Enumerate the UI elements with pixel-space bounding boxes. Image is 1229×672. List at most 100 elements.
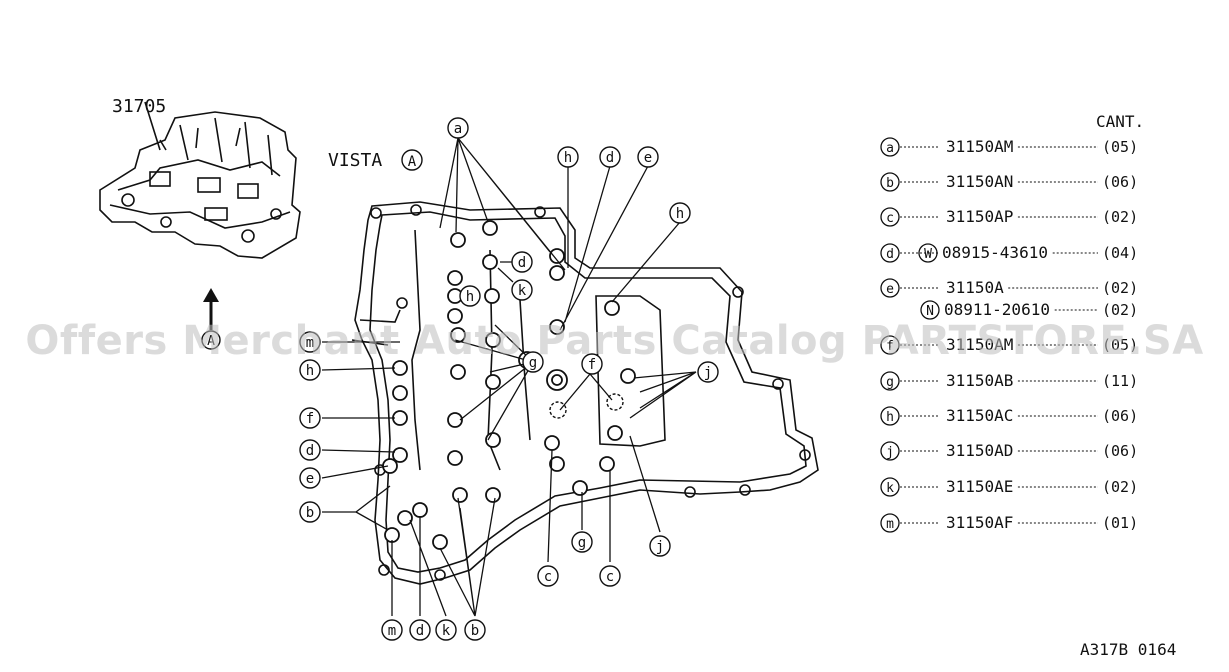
callout-j: j — [649, 535, 671, 557]
legend-prefix: N — [926, 304, 934, 319]
leader-lines — [321, 137, 697, 617]
legend-row: a 31150AM (05) — [880, 137, 1138, 157]
legend-qty: (02) — [1102, 301, 1138, 319]
bolt-holes — [382, 220, 636, 550]
callout-h: h — [299, 359, 321, 381]
legend-qty: (02) — [1102, 478, 1138, 496]
legend-qty: (06) — [1102, 442, 1138, 460]
legend-part-number: 08915-43610 — [942, 243, 1048, 262]
legend-key: d — [886, 247, 894, 262]
callout-h: h — [669, 202, 691, 224]
callout-letter: f — [588, 357, 596, 373]
callout-e: e — [299, 467, 321, 489]
callout-h: h — [557, 146, 579, 168]
legend-qty: (02) — [1102, 208, 1138, 226]
callout-letter: m — [388, 623, 396, 639]
view-title: VISTA — [328, 150, 382, 171]
callout-letter: h — [564, 150, 572, 166]
legend-part-number: 31150AN — [946, 172, 1013, 191]
legend-qty: (06) — [1102, 407, 1138, 425]
legend-qty: (06) — [1102, 173, 1138, 191]
valve-body-assembly-sketch — [99, 101, 301, 259]
callout-g: g — [571, 531, 593, 553]
legend-row: b 31150AN (06) — [880, 172, 1138, 192]
legend-key: b — [886, 176, 894, 191]
part-number-31705: 31705 — [112, 96, 166, 117]
callout-b: b — [299, 501, 321, 523]
callout-letter: j — [656, 539, 664, 555]
callout-d: d — [299, 439, 321, 461]
callout-letter: j — [704, 365, 712, 381]
legend-row: m 31150AF (01) — [880, 513, 1138, 533]
callout-d: d — [409, 619, 431, 641]
view-arrow: A — [201, 288, 221, 350]
callout-letter: d — [306, 443, 314, 459]
legend-prefix: W — [924, 247, 932, 262]
callout-letter: a — [454, 121, 462, 137]
callout-f: f — [581, 353, 603, 375]
legend-key: f — [886, 339, 894, 354]
callout-b: b — [464, 619, 486, 641]
callout-letter: h — [466, 289, 474, 305]
legend-key: a — [886, 141, 894, 156]
callout-letter: k — [442, 623, 451, 639]
legend-key: k — [886, 481, 894, 496]
legend-qty: (04) — [1102, 244, 1138, 262]
callout-letter: b — [306, 505, 314, 521]
legend-part-number: 31150AP — [946, 207, 1013, 226]
callout-letter: m — [306, 335, 314, 351]
legend-row: c 31150AP (02) — [880, 207, 1138, 227]
callout-k: k — [511, 279, 533, 301]
callout-letter: k — [518, 283, 527, 299]
callout-letter: c — [544, 569, 552, 585]
dashed-bolt-holes — [549, 393, 624, 419]
callout-letter: h — [676, 206, 684, 222]
callout-j: j — [697, 361, 719, 383]
legend-key: e — [886, 282, 894, 297]
callout-letter: e — [306, 471, 314, 487]
legend-part-number: 31150AB — [946, 371, 1013, 390]
legend-part-number: 08911-20610 — [944, 300, 1050, 319]
view-marker-letter: A — [408, 154, 417, 170]
legend-qty: (05) — [1102, 336, 1138, 354]
callout-g: g — [522, 351, 544, 373]
legend-part-number: 31150AM — [946, 137, 1013, 156]
callout-letter: h — [306, 363, 314, 379]
callout-c: c — [537, 565, 559, 587]
callout-letter: f — [306, 411, 314, 427]
legend-qty: (11) — [1102, 372, 1138, 390]
callout-k: k — [435, 619, 457, 641]
callout-letter: g — [529, 355, 537, 371]
qty-header: CANT. — [1096, 112, 1144, 131]
legend-row: j 31150AD (06) — [880, 441, 1138, 461]
callout-m: m — [299, 331, 321, 353]
arrow-marker-letter: A — [207, 334, 215, 349]
legend-row: N 08911-20610 (02) — [920, 300, 1138, 320]
legend-key: j — [886, 445, 894, 460]
callout-letter: d — [416, 623, 424, 639]
legend-qty: (01) — [1102, 514, 1138, 532]
legend-part-number: 31150AD — [946, 441, 1013, 460]
legend-row: d W 08915-43610 (04) — [880, 243, 1138, 263]
parts-legend: a 31150AM (05) b 31150AN (06) c 31150AP (02) d W 08… — [880, 137, 1138, 533]
legend-key: h — [886, 410, 894, 425]
callout-letter: d — [518, 255, 526, 271]
callout-e: e — [637, 146, 659, 168]
callout-letter: b — [471, 623, 479, 639]
legend-part-number: 31150AF — [946, 513, 1013, 532]
legend-key: m — [886, 517, 894, 532]
callout-c: c — [599, 565, 621, 587]
callout-f: f — [299, 407, 321, 429]
callout-d: d — [599, 146, 621, 168]
callout-letter: g — [578, 535, 586, 551]
legend-key: c — [886, 211, 894, 226]
legend-qty: (05) — [1102, 138, 1138, 156]
callout-h: h — [459, 285, 481, 307]
